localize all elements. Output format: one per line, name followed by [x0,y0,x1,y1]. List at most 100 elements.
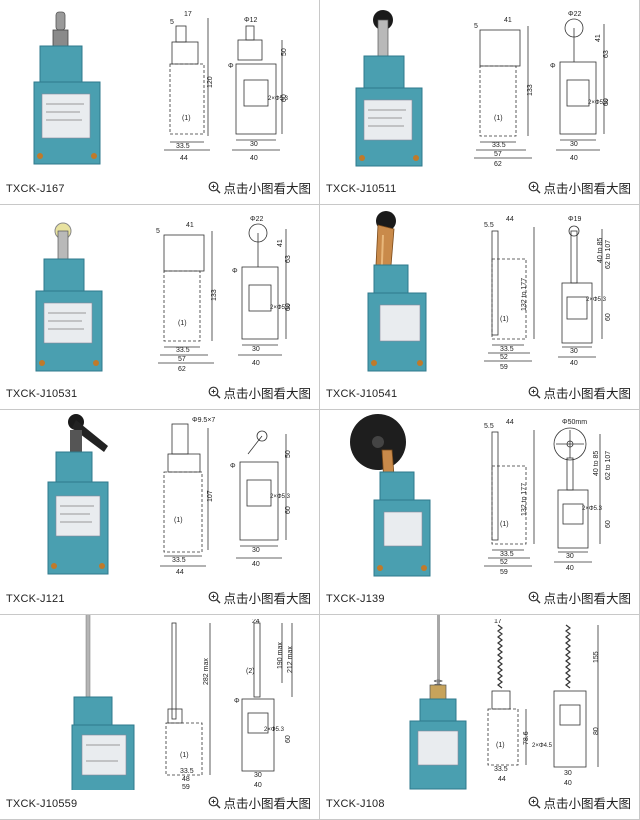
svg-text:41: 41 [504,17,512,24]
svg-text:40: 40 [252,561,260,568]
svg-text:5: 5 [156,228,160,235]
svg-text:50: 50 [285,450,292,458]
svg-text:30: 30 [252,547,260,554]
zoom-link[interactable]: 点击小图看大图 [208,383,311,402]
svg-text:30: 30 [252,346,260,353]
svg-text:44: 44 [180,155,188,162]
svg-text:57: 57 [178,356,186,363]
svg-text:5.5: 5.5 [484,423,494,430]
zoom-in-icon [209,181,221,194]
svg-text:60: 60 [285,303,292,311]
zoom-in-icon [209,796,221,809]
product-photo-adjustable-roller[interactable] [320,205,470,380]
svg-text:59: 59 [182,784,190,789]
svg-text:2×Φ5.3: 2×Φ5.3 [270,494,291,500]
zoom-link[interactable]: 点击小图看大图 [528,588,631,607]
svg-text:(1): (1) [496,742,505,749]
product-photo-rod[interactable] [0,615,150,790]
svg-text:5: 5 [474,23,478,30]
svg-text:(2): (2) [246,668,255,675]
svg-text:5.5: 5.5 [484,222,494,229]
zoom-link[interactable]: 点击小图看大图 [528,793,631,812]
svg-text:Φ: Φ [228,63,234,70]
zoom-link[interactable]: 点击小图看大图 [208,793,311,812]
dimension-drawing[interactable]: 24 282 max 190 max 212 max (2)60 (1)2×Φ5… [150,619,318,789]
product-code: TXCK-J10511 [326,183,397,195]
svg-text:60: 60 [605,313,612,321]
svg-text:40: 40 [570,155,578,162]
svg-text:40: 40 [252,360,260,367]
svg-text:2×Φ5.3: 2×Φ5.3 [270,305,291,311]
zoom-link[interactable]: 点击小图看大图 [528,383,631,402]
svg-text:40: 40 [566,565,574,572]
svg-text:30: 30 [564,770,572,777]
product-card[interactable]: 24 282 max 190 max 212 max (2)60 (1)2×Φ5… [0,615,320,820]
svg-text:2×Φ5.3: 2×Φ5.3 [582,506,603,512]
product-code: TXCK-J121 [6,593,65,605]
svg-text:Φ22: Φ22 [250,216,263,223]
product-photo-plunger[interactable] [0,0,150,175]
zoom-in-icon [209,591,221,604]
zoom-label: 点击小图看大图 [543,182,631,196]
svg-text:44: 44 [506,419,514,426]
svg-text:(1): (1) [182,115,191,122]
zoom-label: 点击小图看大图 [543,387,631,401]
product-photo-roller-lever-short[interactable] [0,205,150,380]
svg-text:132 to 177: 132 to 177 [521,278,528,311]
svg-text:Φ: Φ [234,698,240,705]
svg-text:Φ12: Φ12 [244,17,257,24]
svg-text:78.6: 78.6 [523,731,530,745]
svg-text:Φ: Φ [230,463,236,470]
zoom-link[interactable]: 点击小图看大图 [208,588,311,607]
svg-text:17: 17 [494,619,502,625]
svg-text:(1): (1) [180,752,189,759]
svg-text:59: 59 [500,364,508,371]
svg-text:(1): (1) [494,115,503,122]
svg-text:2×Φ4.5: 2×Φ4.5 [532,743,553,749]
svg-text:60: 60 [281,94,288,102]
product-photo-spring-rod[interactable] [320,615,470,790]
svg-text:212 max: 212 max [287,646,294,673]
svg-text:30: 30 [566,553,574,560]
zoom-label: 点击小图看大图 [223,182,311,196]
svg-text:133: 133 [527,84,534,96]
zoom-in-icon [529,386,541,399]
svg-text:44: 44 [498,776,506,783]
svg-text:30: 30 [570,348,578,355]
svg-text:Φ19: Φ19 [568,216,581,223]
svg-text:Φ: Φ [550,63,556,70]
zoom-label: 点击小图看大图 [543,592,631,606]
product-photo-big-wheel[interactable] [320,410,470,585]
product-code: TXCK-J10531 [6,388,78,400]
svg-text:(1): (1) [178,320,187,327]
svg-text:63: 63 [603,50,610,58]
svg-text:Φ22: Φ22 [568,11,581,18]
svg-text:(1): (1) [500,316,509,323]
product-photo-roller-lever[interactable] [320,0,470,175]
product-photo-roller-arm[interactable] [0,410,150,585]
svg-text:57: 57 [494,151,502,158]
svg-text:62: 62 [178,366,186,373]
svg-text:190 max: 190 max [277,642,284,669]
zoom-link[interactable]: 点击小图看大图 [208,178,311,197]
svg-text:33.5: 33.5 [500,346,514,353]
svg-text:62: 62 [494,161,502,168]
svg-text:62 to 107: 62 to 107 [605,451,612,480]
zoom-link[interactable]: 点击小图看大图 [528,178,631,197]
svg-text:2×Φ5.3: 2×Φ5.3 [264,727,285,733]
